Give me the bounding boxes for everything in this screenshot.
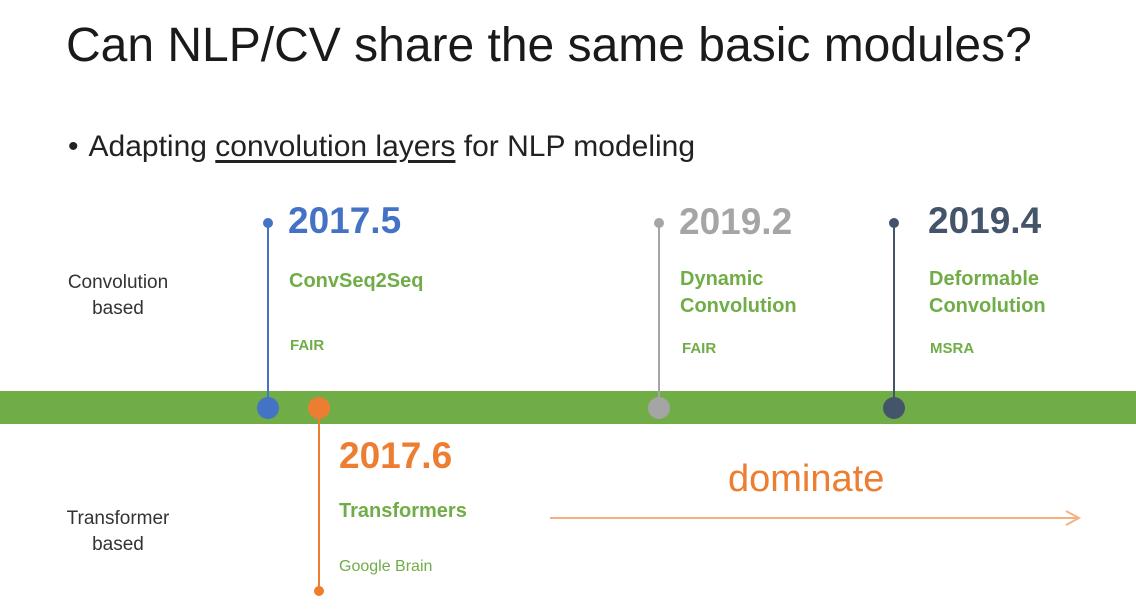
bullet-suffix: for NLP modeling <box>455 130 696 163</box>
bullet-marker: • <box>68 130 79 163</box>
deformable-stem <box>893 224 895 408</box>
deformable-marker <box>883 397 905 419</box>
transformer-pin <box>314 586 324 596</box>
bullet-prefix: Adapting <box>88 130 216 163</box>
dominate-arrow <box>550 510 1082 526</box>
convseq-year: 2017.5 <box>288 200 402 241</box>
convolution-row-label: Convolution based <box>67 272 169 319</box>
dynamic-year: 2019.2 <box>679 201 793 242</box>
convseq-stem <box>267 224 269 408</box>
deformable-year: 2019.4 <box>928 200 1042 241</box>
bullet-point: • Adapting convolution layers for NLP mod… <box>68 130 695 164</box>
dynamic-pin <box>654 218 664 228</box>
transformer-org: Google Brain <box>339 558 433 575</box>
transformer-row-label: Transformer based <box>66 508 170 555</box>
convseq-org: FAIR <box>290 337 325 354</box>
convseq-name: ConvSeq2Seq <box>289 270 424 292</box>
slide-title: Can NLP/CV share the same basic modules? <box>66 19 1032 72</box>
convseq-pin <box>263 218 273 228</box>
transformer-name: Transformers <box>339 500 467 522</box>
deformable-pin <box>889 218 899 228</box>
convseq-marker <box>257 397 279 419</box>
dynamic-marker <box>648 397 670 419</box>
bullet-underlined-text: convolution layers <box>215 130 456 163</box>
dynamic-stem <box>658 224 660 408</box>
transformer-year: 2017.6 <box>339 435 453 476</box>
dynamic-name: Dynamic Convolution <box>680 268 797 317</box>
deformable-org: MSRA <box>930 340 975 357</box>
dynamic-org: FAIR <box>682 340 717 357</box>
transformer-stem <box>318 408 320 590</box>
timeline-bar <box>0 391 1136 424</box>
deformable-name: Deformable Convolution <box>929 268 1046 317</box>
dominate-label: dominate <box>728 458 885 500</box>
